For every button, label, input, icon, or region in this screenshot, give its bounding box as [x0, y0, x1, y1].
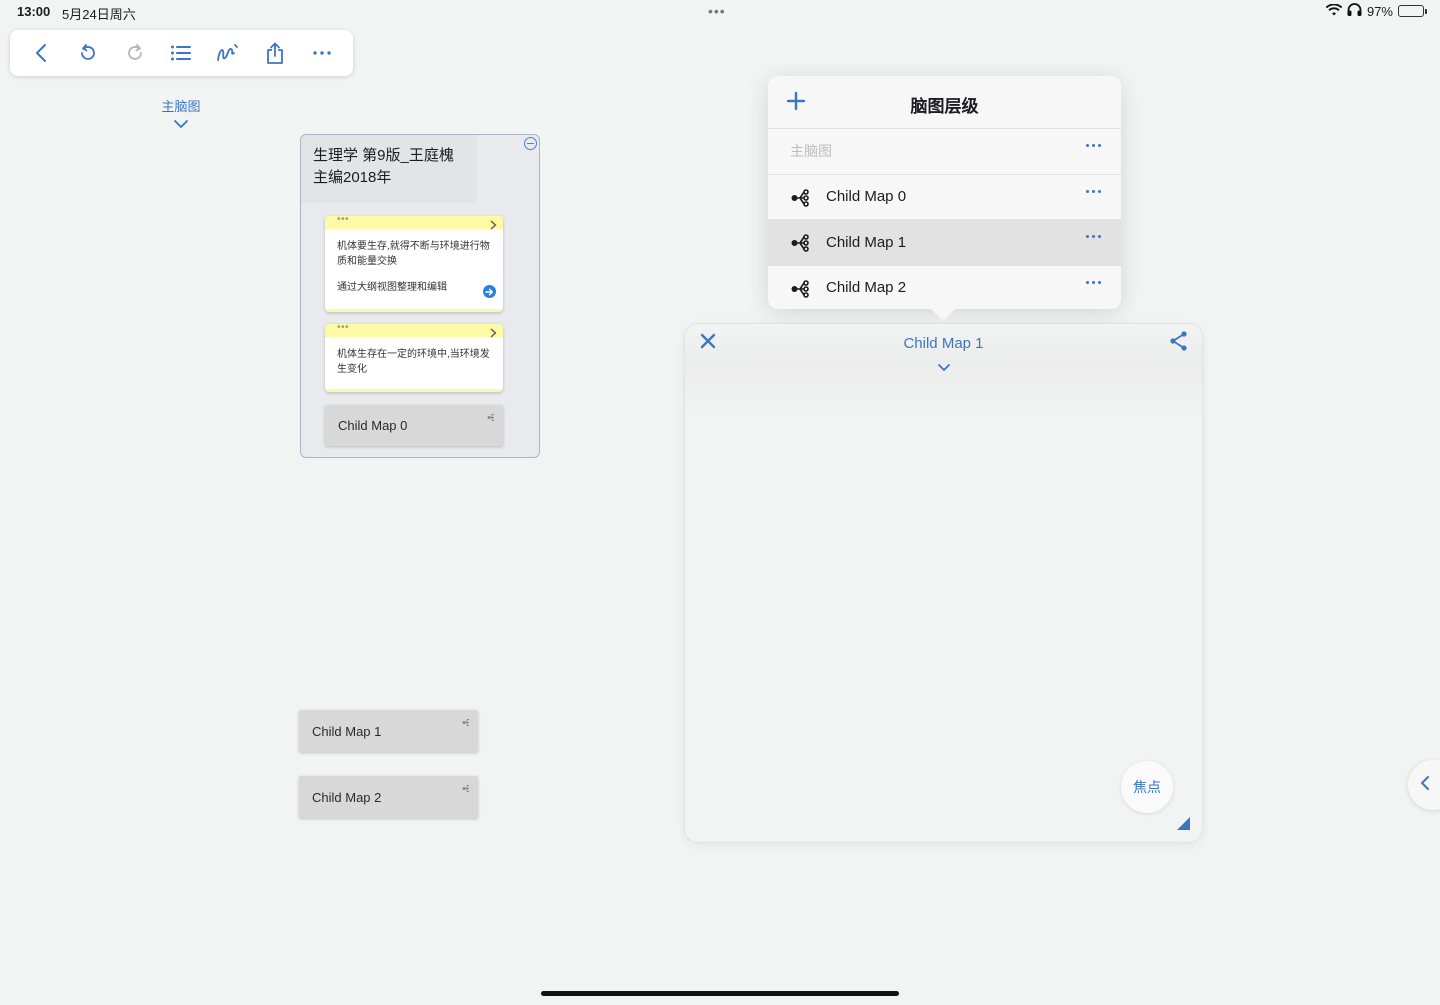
outline-list-icon[interactable]: [165, 37, 197, 69]
note-card[interactable]: ••• 机体要生存,就得不断与环境进行物质和能量交换 通过大纲视图整理和编辑: [325, 214, 503, 312]
hierarchy-item[interactable]: Child Map 2: [768, 264, 1121, 310]
back-icon[interactable]: [25, 37, 57, 69]
main-toolbar: [10, 30, 353, 76]
hierarchy-item[interactable]: Child Map 0: [768, 173, 1121, 220]
wifi-icon: [1325, 2, 1343, 19]
map-hierarchy-popover: 脑图层级 主脑图 Child Map 0 Child Map 1 Child M…: [768, 76, 1121, 309]
child-map-panel: Child Map 1 焦点: [684, 323, 1203, 843]
hierarchy-item-label: Child Map 2: [826, 279, 907, 297]
child-map-node[interactable]: Child Map 1: [299, 710, 478, 752]
share-nodes-icon[interactable]: [1168, 330, 1190, 357]
root-topic-node[interactable]: 生理学 第9版_王庭槐主编2018年 ••• 机体要生存,就得不断与环境进行物质…: [300, 134, 540, 458]
close-icon[interactable]: [699, 332, 717, 355]
panel-title[interactable]: Child Map 1: [903, 335, 984, 352]
popover-header: 脑图层级: [768, 76, 1121, 128]
status-date: 5月24日周六: [62, 7, 136, 22]
focus-button[interactable]: 焦点: [1121, 761, 1173, 813]
note-card-header: •••: [325, 214, 503, 230]
note-card[interactable]: ••• 机体生存在一定的环境中,当环境发生变化: [325, 322, 503, 392]
chevron-right-icon[interactable]: [490, 217, 497, 235]
hierarchy-root-item[interactable]: 主脑图: [768, 128, 1121, 174]
drag-dots-icon[interactable]: •••: [337, 214, 350, 225]
multitask-dots-icon[interactable]: •••: [708, 3, 726, 19]
share-icon[interactable]: [259, 37, 291, 69]
mind-map-icon: [791, 188, 811, 212]
more-icon[interactable]: [1086, 235, 1101, 238]
note-text: 机体要生存,就得不断与环境进行物质和能量交换: [337, 241, 490, 267]
redo-icon[interactable]: [119, 37, 151, 69]
mind-map-icon[interactable]: [462, 715, 472, 730]
child-map-node[interactable]: Child Map 0: [325, 405, 503, 446]
status-bar: 13:00 5月24日周六 ••• 97%: [0, 0, 1440, 24]
child-map-label: Child Map 2: [312, 789, 382, 805]
child-map-label: Child Map 0: [338, 418, 408, 433]
arrow-right-circle-icon[interactable]: [483, 285, 496, 298]
note-link-text[interactable]: 通过大纲视图整理和编辑: [337, 282, 447, 293]
child-map-node[interactable]: Child Map 2: [299, 776, 478, 818]
more-icon[interactable]: [1086, 144, 1101, 147]
note-card-header: •••: [325, 322, 503, 338]
battery-icon: [1398, 5, 1427, 17]
chevron-right-icon[interactable]: [490, 325, 497, 343]
hierarchy-item-label: Child Map 0: [826, 188, 907, 206]
mind-map-icon[interactable]: [462, 781, 472, 796]
panel-header: [685, 324, 1202, 419]
main-map-title[interactable]: 主脑图: [161, 99, 201, 114]
undo-icon[interactable]: [72, 37, 104, 69]
plus-icon[interactable]: [786, 91, 806, 116]
more-icon[interactable]: [1086, 280, 1101, 284]
child-map-label: Child Map 1: [312, 723, 382, 739]
note-text: 机体生存在一定的环境中,当环境发生变化: [337, 349, 490, 375]
mind-map-icon[interactable]: [487, 410, 497, 425]
battery-percent: 97%: [1366, 3, 1393, 19]
more-icon[interactable]: [1086, 189, 1101, 193]
root-topic-title[interactable]: 生理学 第9版_王庭槐主编2018年: [301, 135, 477, 203]
side-panel-toggle[interactable]: [1408, 760, 1440, 810]
more-icon[interactable]: [306, 37, 338, 69]
pen-icon[interactable]: [212, 37, 244, 69]
hierarchy-item-label: Child Map 1: [826, 233, 907, 251]
headphones-icon: [1347, 3, 1362, 19]
status-indicators: 97%: [1325, 2, 1427, 19]
home-indicator[interactable]: [541, 991, 899, 996]
mind-map-icon: [791, 234, 811, 257]
resize-handle-icon[interactable]: [1177, 817, 1190, 830]
chevron-left-icon: [1420, 775, 1430, 796]
hierarchy-item-selected[interactable]: Child Map 1: [768, 219, 1121, 265]
hierarchy-root-label: 主脑图: [790, 143, 832, 160]
popover-title: 脑图层级: [910, 97, 979, 116]
drag-dots-icon[interactable]: •••: [337, 322, 350, 333]
chevron-down-icon[interactable]: [937, 359, 951, 377]
chevron-down-icon[interactable]: [173, 116, 189, 134]
popover-arrow: [931, 309, 955, 321]
collapse-icon[interactable]: [524, 137, 537, 150]
status-time: 13:00: [17, 4, 51, 19]
mind-map-icon: [791, 279, 811, 303]
